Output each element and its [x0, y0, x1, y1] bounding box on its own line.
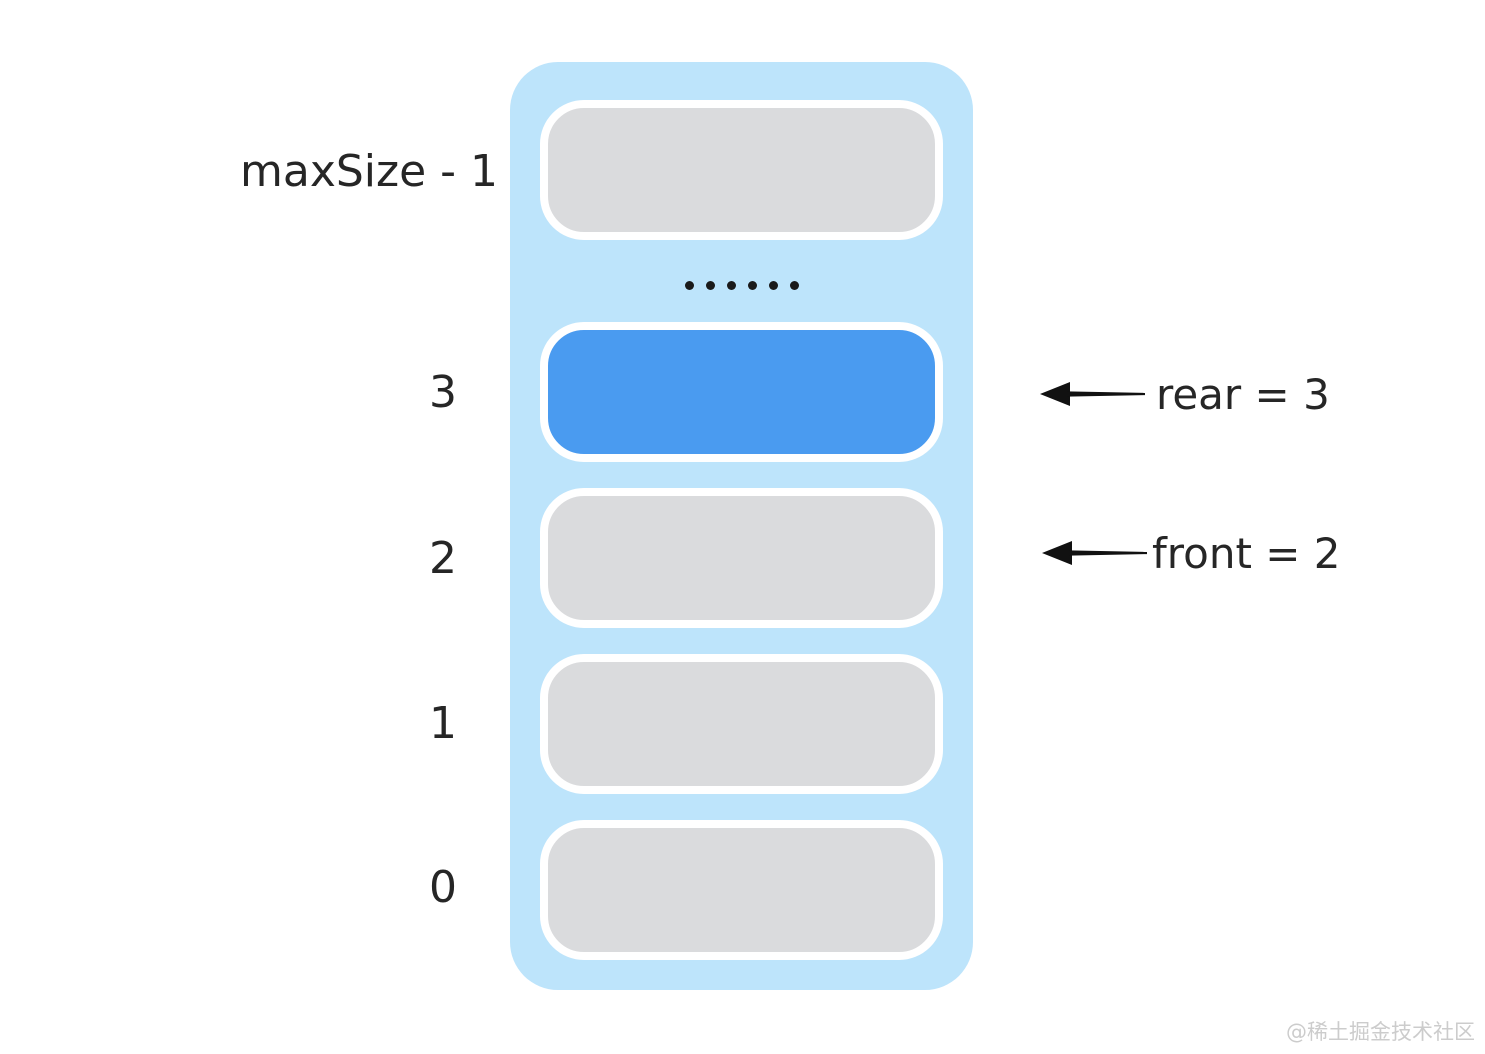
dot [705, 281, 715, 290]
dot [726, 281, 736, 290]
index-label-maxsize-minus-1: maxSize - 1 [240, 146, 499, 197]
watermark-text: @稀土掘金技术社区 [1286, 1020, 1475, 1044]
index-label-2: 2 [429, 533, 457, 584]
index-label-0: 0 [429, 862, 457, 913]
ellipsis-dots [684, 281, 799, 290]
index-label-3: 3 [429, 367, 457, 418]
index-label-1: 1 [429, 698, 457, 749]
arrow-left-icon [1042, 538, 1147, 568]
queue-slot-3-rear [540, 322, 943, 462]
dot [684, 281, 694, 290]
dot [768, 281, 778, 290]
queue-slot-maxsize-minus-1 [540, 100, 943, 240]
queue-slot-1 [540, 654, 943, 794]
queue-array-container [510, 62, 973, 990]
arrow-left-icon [1040, 379, 1145, 409]
dot [789, 281, 799, 290]
rear-pointer-label: rear = 3 [1156, 370, 1330, 419]
front-pointer-label: front = 2 [1152, 529, 1341, 578]
queue-slot-0 [540, 820, 943, 960]
queue-slot-2-front [540, 488, 943, 628]
dot [747, 281, 757, 290]
